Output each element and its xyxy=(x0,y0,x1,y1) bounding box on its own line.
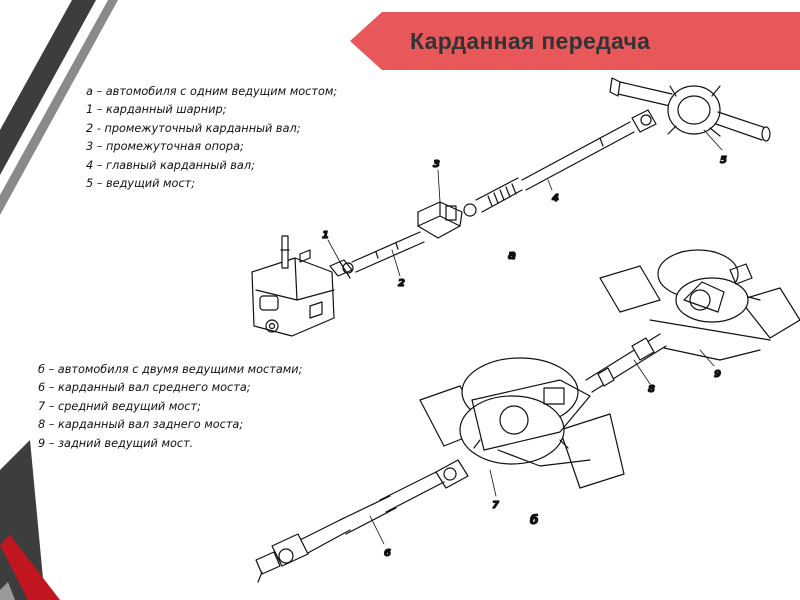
callout-a: а xyxy=(508,248,516,262)
callout-1: 1 xyxy=(322,230,329,241)
main-shaft xyxy=(521,121,635,191)
callout-9: 9 xyxy=(714,369,721,380)
callout-8: 8 xyxy=(648,384,655,395)
drawing-a xyxy=(251,77,771,337)
gearbox xyxy=(251,235,335,337)
intermediate-support xyxy=(417,201,477,239)
slide-title: Карданная передача xyxy=(410,28,651,54)
spline-sleeve xyxy=(475,177,523,213)
universal-joint-1 xyxy=(329,259,354,279)
callout-2: 2 xyxy=(398,278,405,289)
drawing-b xyxy=(255,249,800,583)
title-banner xyxy=(350,12,800,70)
rear-axle-shaft xyxy=(585,333,667,393)
legend-item: а – автомобиля с одним ведущим мостом; xyxy=(86,85,338,98)
title-banner-shape xyxy=(350,12,800,70)
stripe-red-bottom xyxy=(0,535,60,600)
callout-6: 6 xyxy=(384,548,391,559)
legend-item: 9 – задний ведущий мост. xyxy=(38,436,194,450)
callout-7: 7 xyxy=(492,500,499,511)
legend-item: 3 – промежуточная опора; xyxy=(86,140,244,154)
legend-single-axle: а – автомобиля с одним ведущим мостом; 1… xyxy=(86,83,337,193)
callout-4: 4 xyxy=(551,193,559,204)
middle-drive-axle xyxy=(419,357,625,489)
legend-item: 8 – карданный вал заднего моста; xyxy=(38,418,244,432)
legend-item: 5 – ведущий мост; xyxy=(86,177,196,191)
callout-5: 5 xyxy=(720,155,727,166)
rear-drive-axle xyxy=(599,249,800,361)
drive-axle xyxy=(609,77,771,142)
legend-two-axles: б – автомобиля с двумя ведущими мостами;… xyxy=(38,361,302,453)
stripe-dark-top xyxy=(0,0,96,175)
stripe-gray-top xyxy=(0,0,118,215)
legend-item: б – автомобиля с двумя ведущими мостами; xyxy=(38,363,303,376)
callout-b: б xyxy=(530,513,538,527)
middle-axle-shaft xyxy=(255,459,469,583)
legend-item: 2 - промежуточный карданный вал; xyxy=(86,121,301,135)
legend-item: 6 – карданный вал среднего моста; xyxy=(38,381,251,395)
intermediate-shaft xyxy=(351,231,425,273)
legend-item: 1 – карданный шарнир; xyxy=(86,103,227,117)
callout-3: 3 xyxy=(433,159,440,170)
universal-joint-rear xyxy=(631,109,657,133)
legend-item: 4 – главный карданный вал; xyxy=(86,158,255,172)
stripe-gray-bottom xyxy=(0,582,15,600)
legend-item: 7 – средний ведущий мост; xyxy=(38,399,201,413)
